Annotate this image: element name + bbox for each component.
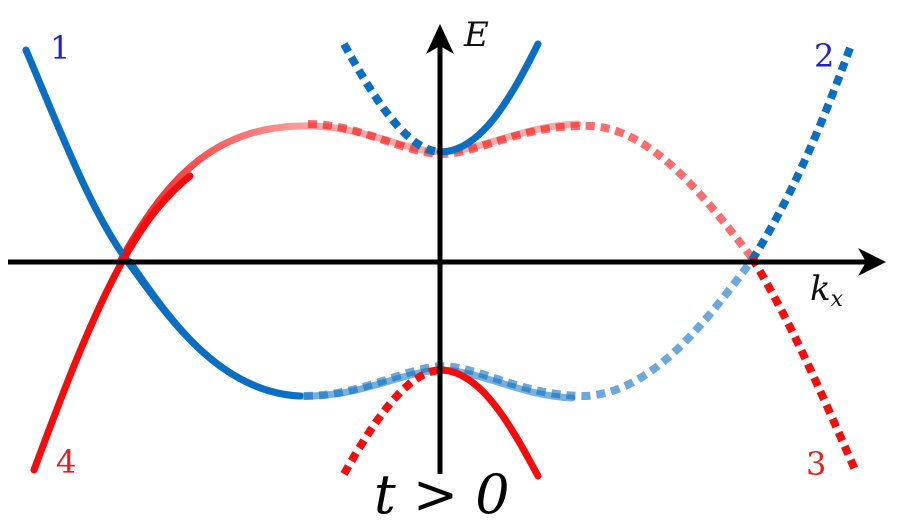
lower-band-dotted-blue [303, 257, 756, 401]
upper-band-solid-pale [116, 120, 582, 266]
band-1-label: 1 [50, 29, 71, 67]
lower-parabola-dotted [340, 366, 441, 476]
band-3-dotted [748, 255, 860, 474]
upper-band-dotted-red [307, 120, 756, 261]
band-4-curve [30, 258, 126, 474]
y-axis-arrowhead [426, 24, 454, 54]
band-3-label: 3 [806, 445, 827, 483]
upper-parabola-dotted [340, 42, 441, 156]
band-2-dotted [748, 46, 854, 263]
upper-parabola-solid [436, 40, 542, 156]
lower-parabola-solid [436, 366, 542, 480]
condition-caption: t > 0 [374, 463, 510, 526]
band-2-label: 2 [814, 37, 835, 75]
band-1-curve [22, 46, 304, 400]
lower-band-solid-pale [126, 258, 576, 402]
momentum-axis-label: kx [810, 269, 844, 312]
band-4-curve-upper [118, 172, 194, 266]
band-4-label: 4 [56, 443, 77, 481]
x-axis-arrowhead [858, 248, 886, 276]
energy-axis-label: E [464, 15, 489, 55]
